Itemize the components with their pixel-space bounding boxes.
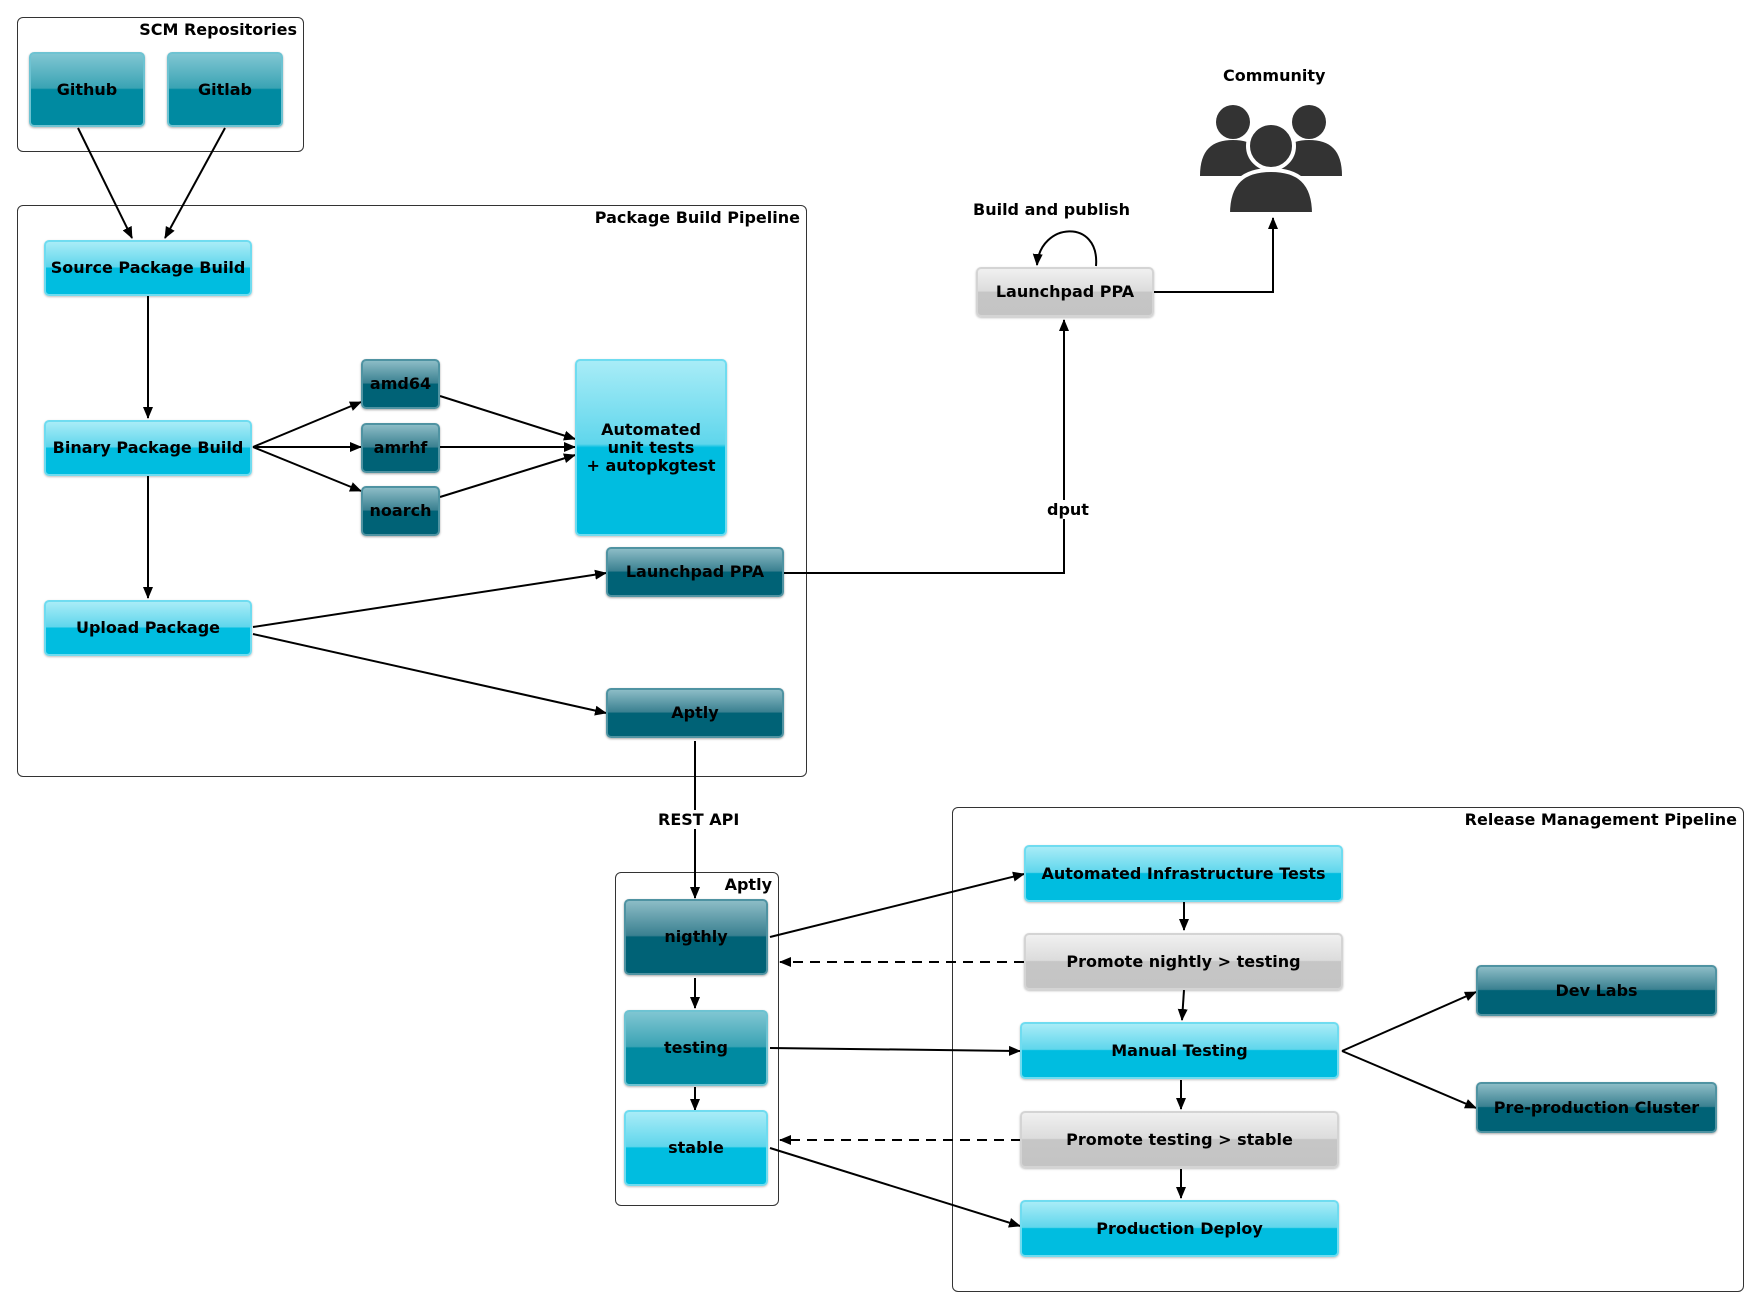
- node-automated-infrastructure-tests[interactable]: Automated Infrastructure Tests: [1024, 845, 1343, 902]
- node-gitlab[interactable]: Gitlab: [167, 52, 283, 127]
- edge-nightly-infra: [769, 871, 1025, 938]
- node-launchpad-ppa-internal[interactable]: Launchpad PPA: [606, 547, 784, 597]
- edge-testing-manual: [769, 1045, 1021, 1056]
- edge-github-source: [77, 127, 133, 239]
- label-community: Community: [1223, 66, 1326, 85]
- node-promote-testing-stable[interactable]: Promote testing > stable: [1020, 1111, 1339, 1168]
- edge-upload-launchpad: [252, 569, 607, 628]
- edge-manual-preprod: [1341, 1050, 1477, 1109]
- edge-manual-devlabs: [1341, 991, 1477, 1052]
- edge-noarch-tests: [439, 453, 576, 498]
- edge-binary-noarch: [252, 446, 362, 492]
- node-upload-package[interactable]: Upload Package: [44, 600, 252, 656]
- label-rest-api: REST API: [656, 810, 742, 829]
- edge-upload-aptly: [252, 633, 607, 716]
- node-preproduction-cluster[interactable]: Pre-production Cluster: [1476, 1082, 1717, 1133]
- edge-stable-production: [769, 1147, 1021, 1228]
- node-noarch[interactable]: noarch: [361, 486, 440, 536]
- edge-build-publish-loop: [1032, 230, 1098, 267]
- node-binary-package-build[interactable]: Binary Package Build: [44, 420, 252, 476]
- community-people-icon: [1200, 105, 1342, 216]
- label-dput: dput: [1045, 500, 1091, 519]
- edge-binary-amd64: [252, 401, 362, 448]
- group-title-release: Release Management Pipeline: [1464, 810, 1737, 829]
- node-github[interactable]: Github: [29, 52, 145, 127]
- node-testing[interactable]: testing: [624, 1010, 768, 1086]
- node-dev-labs[interactable]: Dev Labs: [1476, 965, 1717, 1016]
- node-manual-testing[interactable]: Manual Testing: [1020, 1022, 1339, 1079]
- edge-launchpad-community: [1154, 217, 1278, 293]
- label-build-and-publish: Build and publish: [973, 200, 1130, 219]
- node-amd64[interactable]: amd64: [361, 359, 440, 409]
- node-launchpad-ppa-public[interactable]: Launchpad PPA: [976, 267, 1154, 317]
- edge-promote-manual: [1177, 989, 1188, 1021]
- group-title-aptly: Aptly: [724, 875, 772, 894]
- group-title-build: Package Build Pipeline: [594, 208, 800, 227]
- group-title-scm: SCM Repositories: [139, 20, 297, 39]
- node-automated-unit-tests[interactable]: Automated unit tests + autopkgtest: [575, 359, 727, 536]
- node-aptly-internal[interactable]: Aptly: [606, 688, 784, 738]
- node-source-package-build[interactable]: Source Package Build: [44, 240, 252, 296]
- node-nightly[interactable]: nigthly: [624, 899, 768, 975]
- node-production-deploy[interactable]: Production Deploy: [1020, 1200, 1339, 1257]
- edge-amd64-tests: [439, 395, 576, 441]
- node-stable[interactable]: stable: [624, 1110, 768, 1186]
- edge-launchpad-dput: [784, 319, 1069, 574]
- node-armhf[interactable]: amrhf: [361, 423, 440, 473]
- edge-gitlab-source: [164, 127, 226, 239]
- node-promote-nightly-testing[interactable]: Promote nightly > testing: [1024, 933, 1343, 990]
